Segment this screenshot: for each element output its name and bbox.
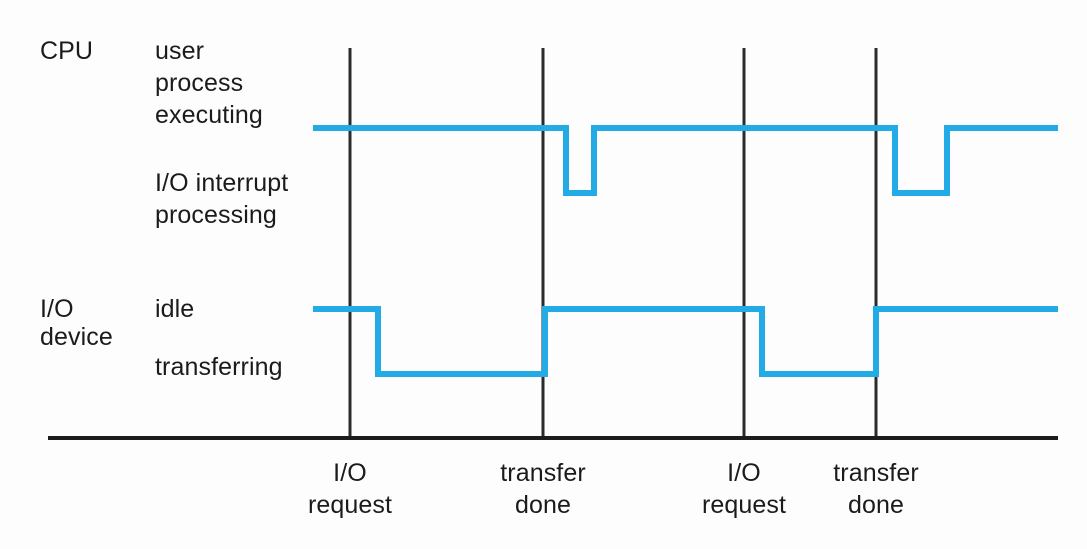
state-label-cpu-low-line1: I/O interrupt: [155, 169, 289, 197]
state-label-cpu-high-line1: user: [155, 37, 205, 65]
event-label-transfer-done-2-line2: done: [847, 491, 905, 519]
row-group-label-io-device-line1: I/O: [40, 295, 74, 323]
row-group-label-cpu: CPU: [40, 37, 94, 65]
event-label-io-request-2-line2: request: [701, 491, 787, 519]
state-label-cpu-high-line3: executing: [155, 101, 263, 129]
state-label-cpu-low-line2: processing: [155, 201, 277, 229]
event-label-io-request-1-line1: I/O: [333, 459, 367, 487]
event-label-io-request-1-line2: request: [307, 491, 393, 519]
state-label-io-low: transferring: [155, 353, 283, 381]
state-label-io-high: idle: [155, 295, 195, 323]
state-label-cpu-high-line2: process: [155, 69, 244, 97]
event-label-io-request-2-line1: I/O: [727, 459, 761, 487]
event-label-transfer-done-1-line2: done: [514, 491, 572, 519]
io-device-waveform: [313, 306, 1058, 377]
event-label-transfer-done-1-line1: transfer: [500, 459, 586, 487]
event-label-transfer-done-2-line1: transfer: [833, 459, 919, 487]
cpu-waveform: [313, 125, 1058, 196]
row-group-label-io-device-line2: device: [40, 323, 113, 351]
